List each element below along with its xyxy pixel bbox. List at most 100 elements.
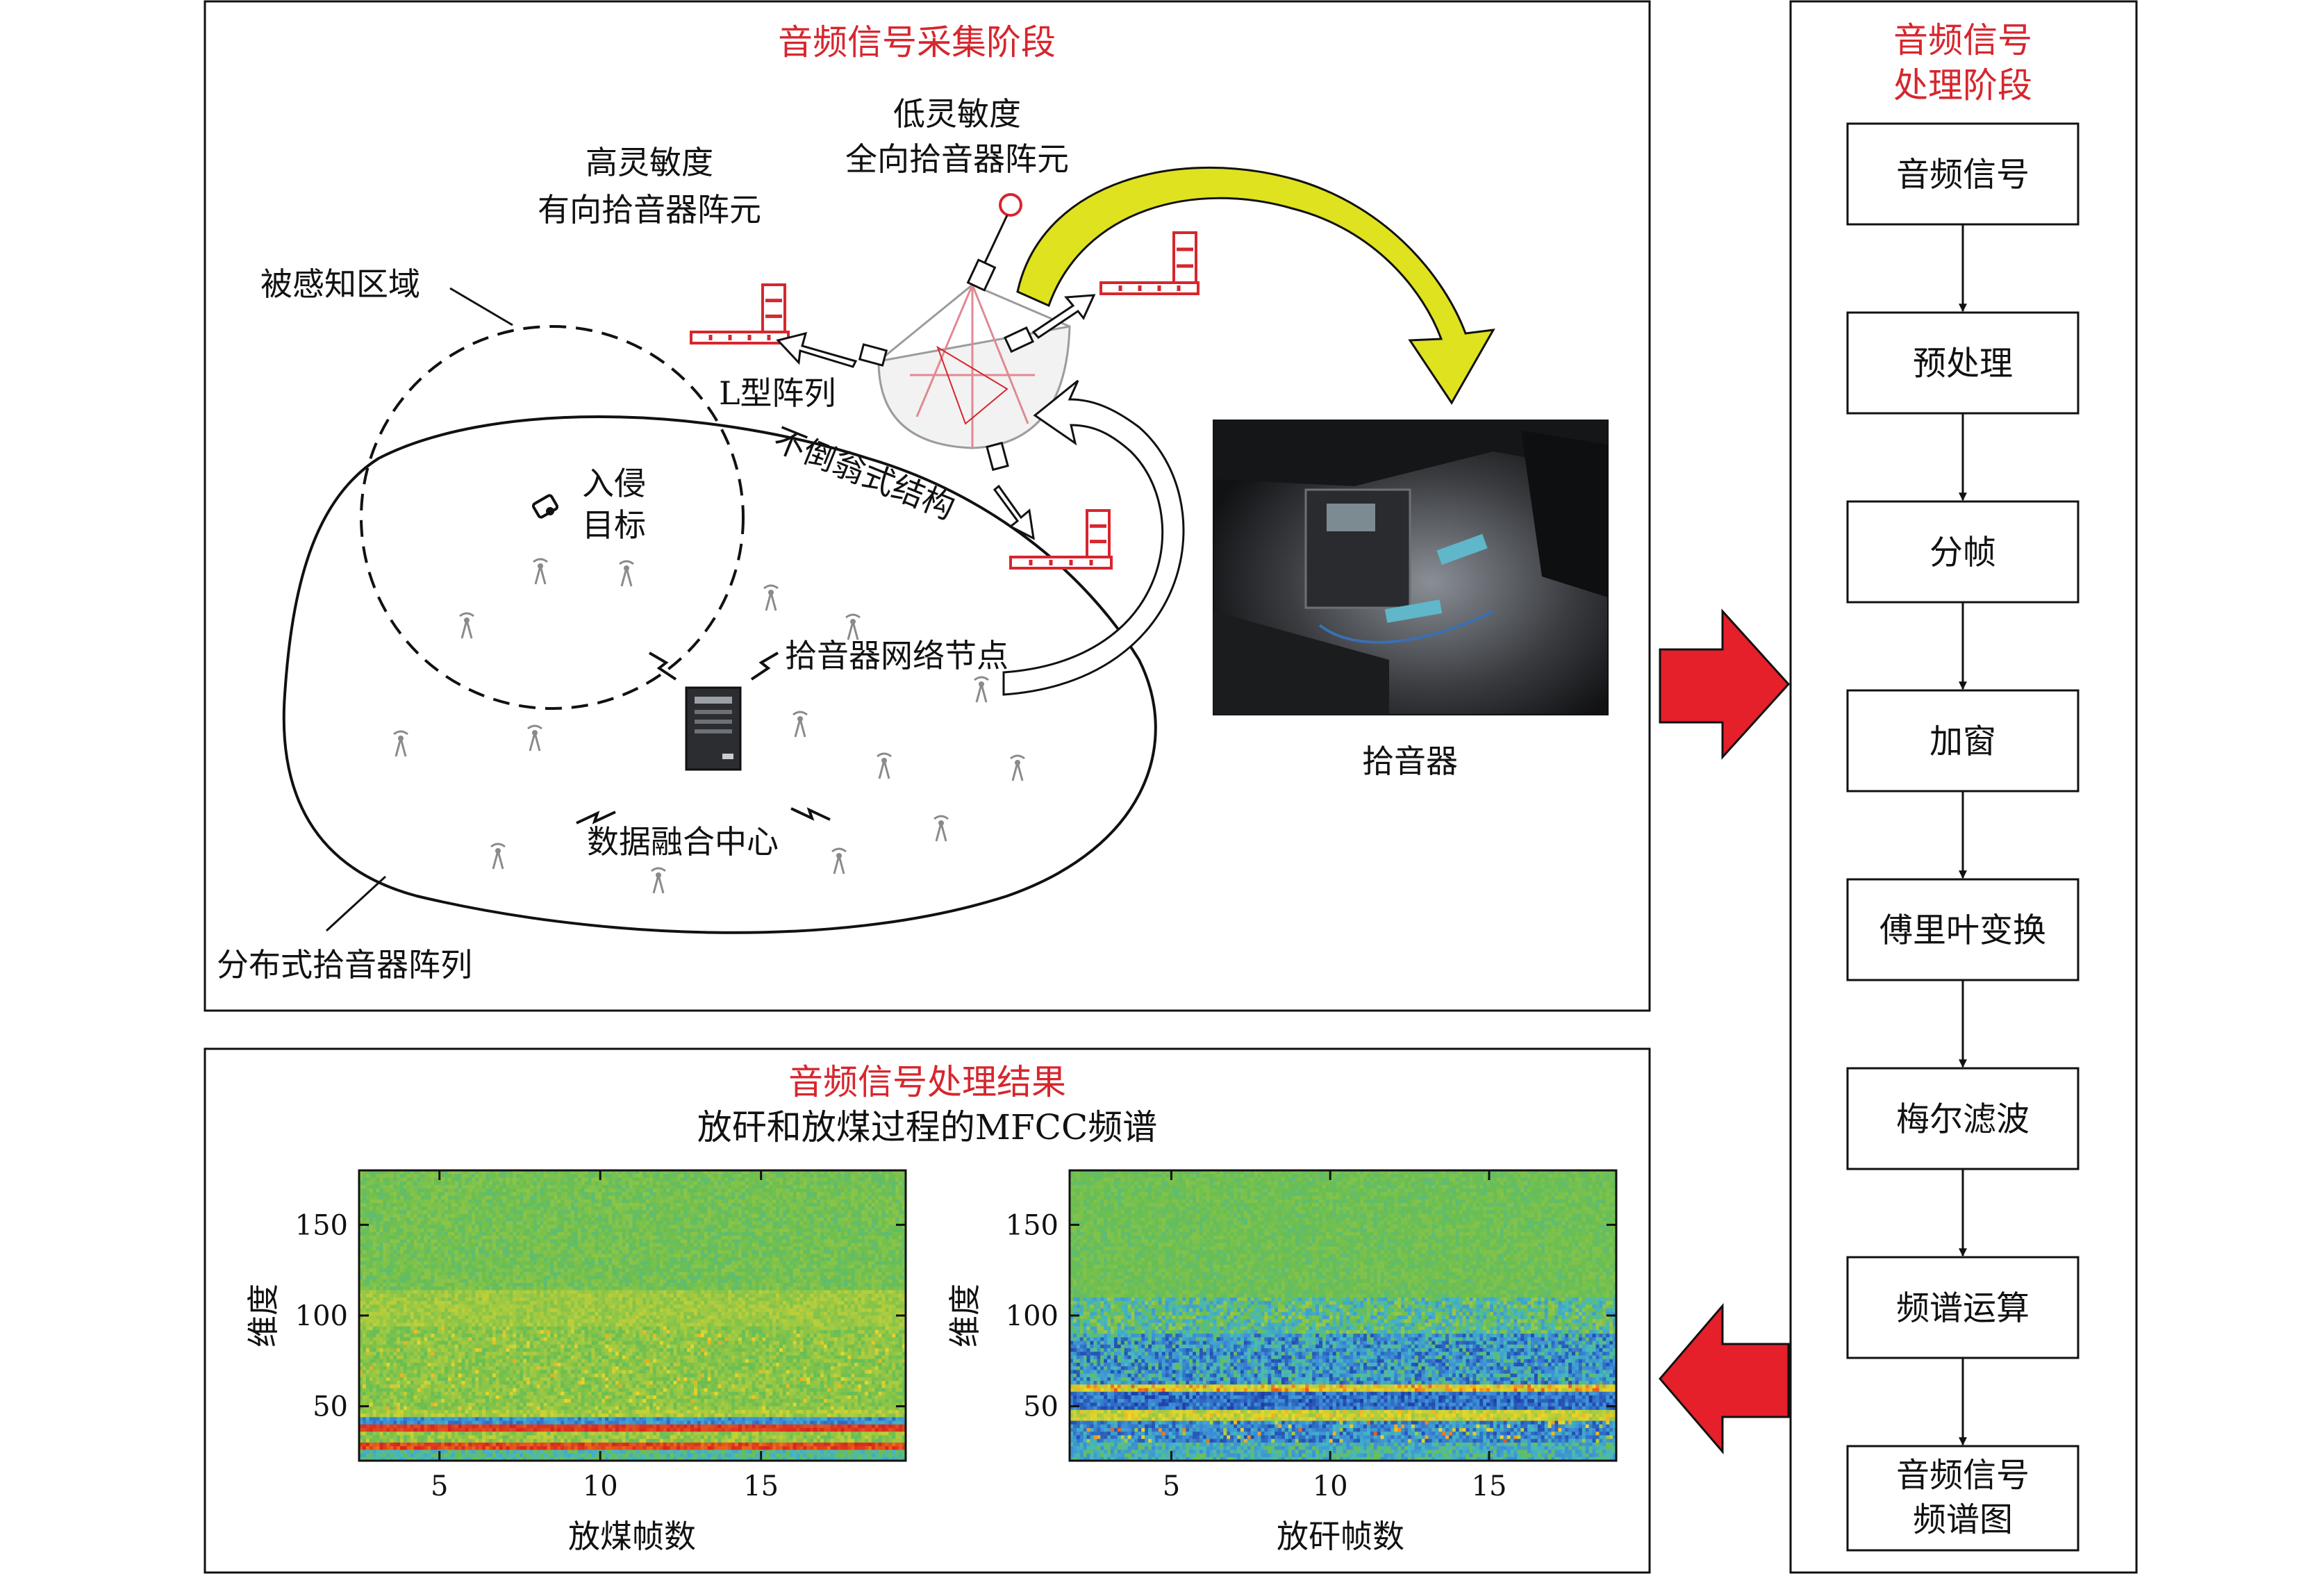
spectrogram-cell	[564, 1268, 568, 1272]
spectrogram-cell	[472, 1457, 476, 1461]
spectrogram-cell	[461, 1337, 466, 1342]
spectrogram-cell	[502, 1420, 507, 1425]
spectrogram-cell	[475, 1228, 479, 1233]
spectrogram-cell	[520, 1438, 524, 1443]
spectrogram-cell	[390, 1362, 394, 1367]
spectrogram-cell	[359, 1282, 363, 1287]
spectrogram-cell	[465, 1395, 469, 1400]
spectrogram-cell	[516, 1384, 520, 1389]
spectrogram-cell	[536, 1417, 541, 1422]
process-step-label: 梅尔滤波	[1896, 1100, 2030, 1139]
spectrogram-cell	[376, 1254, 381, 1258]
spectrogram-cell	[390, 1293, 394, 1298]
spectrogram-cell	[561, 1217, 565, 1222]
spectrogram-cell	[536, 1210, 541, 1215]
spectrogram-cell	[427, 1286, 431, 1291]
spectrogram-cell	[386, 1450, 390, 1454]
spectrogram-cell	[397, 1427, 401, 1432]
spectrogram-cell	[451, 1257, 456, 1262]
spectrogram-cell	[369, 1199, 374, 1204]
spectrogram-cell	[454, 1290, 459, 1295]
spectrogram-cell	[424, 1413, 428, 1418]
spectrogram-cell	[454, 1297, 459, 1302]
spectrogram-cell	[444, 1250, 449, 1254]
spectrogram-cell	[495, 1399, 500, 1403]
spectrogram-cell	[479, 1221, 483, 1225]
spectrogram-cell	[406, 1438, 411, 1443]
spectrogram-cell	[369, 1257, 374, 1262]
spectrogram-cell	[376, 1352, 381, 1357]
spectrogram-cell	[509, 1316, 513, 1320]
spectrogram-cell	[564, 1409, 568, 1414]
spectrogram-cell	[431, 1188, 435, 1193]
spectrogram-cell	[485, 1388, 490, 1393]
sensor-node-icon	[792, 711, 808, 738]
spectrogram-cell	[485, 1228, 490, 1233]
spectrogram-cell	[479, 1272, 483, 1277]
spectrogram-cell	[543, 1221, 548, 1225]
spectrogram-cell	[468, 1275, 472, 1280]
spectrogram-cell	[526, 1322, 531, 1327]
spectrogram-cell	[417, 1199, 422, 1204]
spectrogram-cell	[458, 1261, 463, 1266]
spectrogram-cell	[499, 1239, 504, 1244]
spectrogram-cell	[472, 1402, 476, 1407]
spectrogram-cell	[369, 1359, 374, 1363]
spectrogram-cell	[540, 1438, 545, 1443]
spectrogram-cell	[526, 1290, 531, 1295]
spectrogram-cell	[410, 1286, 415, 1291]
spectrogram-cell	[434, 1221, 438, 1225]
spectrogram-cell	[554, 1391, 558, 1396]
spectrogram-cell	[441, 1438, 445, 1443]
spectrogram-cell	[509, 1297, 513, 1302]
spectrogram-cell	[520, 1304, 524, 1309]
spectrogram-cell	[550, 1344, 554, 1349]
spectrogram-cell	[488, 1304, 493, 1309]
spectrogram-cell	[447, 1286, 452, 1291]
spectrogram-cell	[536, 1319, 541, 1324]
spectrogram-cell	[526, 1279, 531, 1284]
spectrogram-cell	[564, 1355, 568, 1360]
spectrogram-cell	[372, 1370, 377, 1375]
spectrogram-cell	[564, 1206, 568, 1211]
spectrogram-cell	[372, 1192, 377, 1197]
spectrogram-cell	[420, 1384, 425, 1389]
spectrogram-cell	[485, 1268, 490, 1272]
spectrogram-cell	[400, 1409, 404, 1414]
spectrogram-cell	[424, 1316, 428, 1320]
spectrogram-cell	[458, 1272, 463, 1277]
spectrogram-cell	[359, 1370, 363, 1375]
spectrogram-cell	[506, 1192, 511, 1197]
spectrogram-cell	[379, 1348, 384, 1352]
spectrogram-cell	[561, 1377, 565, 1382]
spectrogram-cell	[369, 1177, 374, 1182]
spectrogram-cell	[502, 1282, 507, 1287]
spectrogram-cell	[383, 1174, 387, 1179]
spectrogram-cell	[533, 1308, 538, 1313]
spectrogram-cell	[386, 1275, 390, 1280]
gray-feedback-arrow	[1002, 379, 1185, 696]
spectrogram-cell	[386, 1362, 390, 1367]
spectrogram-cell	[379, 1192, 384, 1197]
spectrogram-cell	[379, 1261, 384, 1266]
spectrogram-cell	[393, 1213, 397, 1218]
spectrogram-cell	[420, 1282, 425, 1287]
spectrogram-cell	[540, 1297, 545, 1302]
spectrogram-cell	[383, 1450, 387, 1454]
spectrogram-cell	[495, 1395, 500, 1400]
spectrogram-cell	[427, 1388, 431, 1393]
spectrogram-cell	[495, 1384, 500, 1389]
spectrogram-cell	[420, 1221, 425, 1225]
spectrogram-cell	[540, 1177, 545, 1182]
spectrogram-cell	[383, 1275, 387, 1280]
spectrogram-cell	[540, 1275, 545, 1280]
spectrogram-cell	[561, 1381, 565, 1385]
spectrogram-cell	[365, 1225, 370, 1229]
spectrogram-cell	[499, 1257, 504, 1262]
spectrogram-cell	[393, 1366, 397, 1370]
spectrogram-cell	[427, 1362, 431, 1367]
spectrogram-cell	[376, 1210, 381, 1215]
spectrogram-cell	[557, 1322, 561, 1327]
spectrogram-cell	[403, 1239, 408, 1244]
spectrogram-cell	[461, 1275, 466, 1280]
